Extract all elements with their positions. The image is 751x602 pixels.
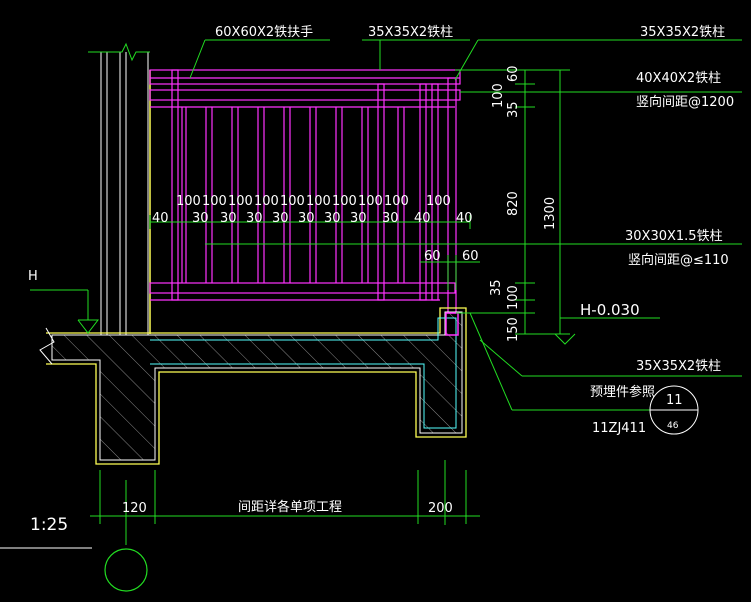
std-code-label: 11ZJ411 [592, 421, 646, 436]
dim-right-150: 150 [506, 317, 521, 342]
rail-40-label: 40X40X2铁柱 [636, 71, 721, 86]
dim-second: 30 [324, 211, 341, 226]
dim-right-60: 60 [506, 65, 521, 82]
bottom-note-label: 间距详各单项工程 [238, 499, 342, 515]
slab-break-mark [39, 327, 55, 365]
dim-right-100b: 100 [506, 285, 521, 310]
dim-second: 30 [350, 211, 367, 226]
dim-second: 40 [152, 211, 169, 226]
dim-top-100: 100 [426, 194, 451, 209]
dim-top-100: 100 [280, 194, 305, 209]
concrete-slab [51, 311, 463, 461]
dim-top-100: 100 [306, 194, 331, 209]
detail-number: 11 [666, 393, 683, 408]
embed-plate [445, 312, 459, 336]
h-mark-label: H [28, 269, 38, 284]
leaders-and-dims [30, 39, 742, 545]
dim-second: 30 [272, 211, 289, 226]
dim-top-100: 100 [176, 194, 201, 209]
scale-label: 1:25 [30, 515, 68, 535]
railing-frame [149, 69, 461, 314]
dim-right-35: 35 [506, 101, 521, 118]
dim-second: 40 [456, 211, 473, 226]
level-label: H-0.030 [580, 301, 640, 319]
dim-second: 30 [298, 211, 315, 226]
slab-outline-yellow [46, 307, 467, 465]
embed-ref-label: 预埋件参照 [590, 384, 655, 400]
dim-right-100: 100 [491, 83, 506, 108]
dim-total-1300: 1300 [543, 197, 558, 230]
dim-top-100: 100 [332, 194, 357, 209]
dim-second: 30 [246, 211, 263, 226]
slab-outline-cyan [150, 317, 457, 429]
handrail-label: 60X60X2铁扶手 [215, 25, 313, 40]
dimension-texts: 100 100 100 100 100 100 100 100 100 100 … [122, 65, 558, 516]
dim-right-35b: 35 [489, 279, 504, 296]
dim-bottom-200: 200 [428, 501, 453, 516]
dim-right-820: 820 [506, 191, 521, 216]
detail-sheet: 46 [667, 421, 679, 431]
dim-second: 30 [192, 211, 209, 226]
post-bottom-label: 35X35X2铁柱 [636, 359, 721, 374]
dim-top-100: 100 [254, 194, 279, 209]
post-right-top-label: 35X35X2铁柱 [640, 25, 725, 40]
post-top-label: 35X35X2铁柱 [368, 25, 453, 40]
dim-second: 30 [220, 211, 237, 226]
baluster-label: 30X30X1.5铁柱 [625, 229, 723, 244]
dim-second: 30 [382, 211, 399, 226]
dim-top-100: 100 [384, 194, 409, 209]
dim-second: 40 [414, 211, 431, 226]
dim-top-100: 100 [202, 194, 227, 209]
axis-bubble [104, 548, 148, 592]
dim-60-right: 60 [462, 249, 479, 264]
rail-40-spacing-label: 竖向间距@1200 [636, 94, 734, 110]
dim-60-left: 60 [424, 249, 441, 264]
dim-top-100: 100 [228, 194, 253, 209]
baluster-spacing-label: 竖向间距@≤110 [628, 252, 729, 268]
dim-bottom-120: 120 [122, 501, 147, 516]
left-wall [100, 52, 149, 335]
dim-top-100: 100 [358, 194, 383, 209]
wall-break-mark [88, 42, 150, 62]
